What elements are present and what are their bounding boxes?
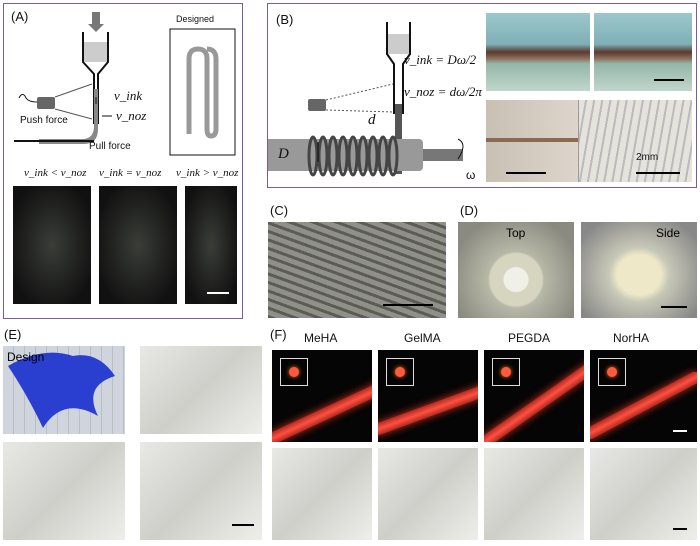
panel-b-label: (B) — [276, 12, 294, 27]
fiber-fluorescence-gelma — [378, 350, 478, 442]
panel-a-label: (A) — [11, 9, 29, 24]
panel-a: (A) Designed v_ink v_noz Push force Pull… — [3, 3, 243, 319]
push-force-label: Push force — [20, 115, 68, 126]
design-label: Design — [7, 350, 45, 364]
side-view-label: Side — [656, 226, 681, 240]
v-noz-label: v_noz — [116, 108, 147, 123]
top-view-label: Top — [506, 226, 526, 240]
photo-coil-tweezers-meha — [272, 448, 372, 540]
photo-printed-shape-1 — [140, 346, 262, 434]
photo-coil-side-2 — [594, 13, 692, 91]
material-label: NorHA — [613, 331, 650, 345]
omega-label: ω — [466, 168, 476, 182]
condition-label: v_ink > v_noz — [176, 167, 239, 179]
material-label: PEGDA — [508, 331, 551, 345]
photo-matched-extrusion — [99, 186, 177, 304]
panel-e-label: (E) — [4, 327, 22, 342]
photo-ring-top: Top — [458, 222, 574, 318]
material-label: GelMA — [404, 331, 441, 345]
panel-d-label: (D) — [460, 203, 479, 218]
photo-printed-shape-3 — [140, 442, 262, 540]
condition-label: v_ink = v_noz — [99, 167, 162, 179]
panel-f-label: (F) — [270, 327, 287, 342]
v-ink-equation: v_ink = Dω/2 — [404, 52, 477, 67]
nozzle-diameter-label: d — [368, 112, 376, 128]
scale-bar-label: 2mm — [636, 152, 659, 163]
photo-printed-shape-2 — [3, 442, 125, 540]
fiber-fluorescence-pegda — [484, 350, 584, 442]
photo-coil-tweezers-norha — [590, 448, 697, 540]
design-render: Design — [3, 346, 125, 434]
design-shape — [8, 352, 115, 428]
photo-lattice — [268, 222, 446, 318]
panel-c-label: (C) — [270, 203, 289, 218]
photo-coil-magnified: 2mm — [486, 100, 692, 182]
material-label: MeHA — [304, 331, 338, 345]
photo-coil-side-1 — [486, 13, 590, 91]
v-ink-label: v_ink — [114, 88, 143, 103]
fiber-fluorescence-meha — [272, 350, 372, 442]
photo-ring-side: Side — [581, 222, 697, 318]
mandrel-diameter-label: D — [278, 146, 289, 162]
nozzle-diagram-a — [14, 12, 236, 156]
photo-over-extrusion — [185, 186, 237, 304]
photo-coil-tweezers-pegda — [484, 448, 584, 540]
designed-label: Designed — [176, 14, 215, 24]
photo-coil-tweezers-gelma — [378, 448, 478, 540]
rotating-mandrel-diagram — [268, 22, 464, 177]
photo-under-extrusion — [13, 186, 91, 304]
panel-b: (B) v_ink = Dω/2 v_noz = dω/2π d D ω 2mm — [267, 3, 697, 188]
v-noz-equation: v_noz = dω/2π — [404, 84, 482, 99]
pull-force-label: Pull force — [89, 141, 131, 152]
condition-label: v_ink < v_noz — [24, 167, 87, 179]
fiber-fluorescence-norha — [590, 350, 697, 442]
